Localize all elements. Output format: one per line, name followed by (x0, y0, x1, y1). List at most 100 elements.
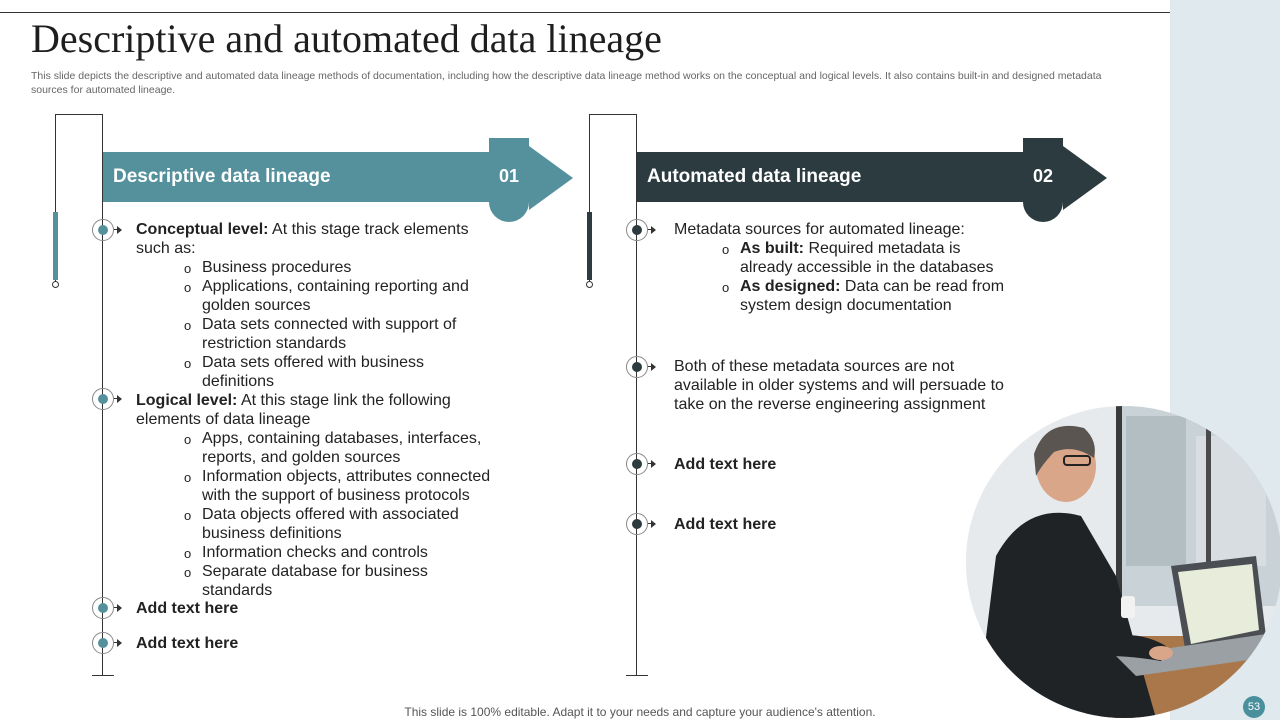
marker-arrow-icon (117, 604, 122, 612)
marker-stem (114, 398, 118, 399)
logical-intro: Logical level: At this stage link the fo… (136, 391, 496, 429)
right-item-metadata-sources: Metadata sources for automated lineage: … (674, 220, 1014, 315)
conceptual-text: At this stage track elements such as: (136, 221, 469, 257)
list-item: Business procedures (184, 258, 496, 278)
metadata-intro: Metadata sources for automated lineage: (674, 221, 965, 238)
right-item-placeholder-1: Add text here (674, 455, 776, 474)
left-banner-title: Descriptive data lineage (113, 166, 331, 187)
list-item: Data objects offered with associated bus… (184, 505, 496, 543)
right-arrow-head (1063, 146, 1107, 210)
right-marker-1 (626, 219, 656, 241)
list-item: Separate database for business standards (184, 562, 496, 600)
right-timeline-foot (626, 675, 648, 676)
marker-stem (648, 463, 652, 464)
as-designed-label: As designed: (740, 278, 841, 295)
marker-stem (114, 607, 118, 608)
list-item: Information objects, attributes connecte… (184, 467, 496, 505)
marker-dot (632, 519, 642, 529)
marker-dot (98, 603, 108, 613)
page-title: Descriptive and automated data lineage (31, 16, 662, 61)
footer-note: This slide is 100% editable. Adapt it to… (404, 705, 876, 719)
marker-arrow-icon (651, 226, 656, 234)
marker-stem (648, 366, 652, 367)
marker-dot (632, 459, 642, 469)
left-bracket-end-dot (52, 281, 59, 288)
right-item-older-systems: Both of these metadata sources are not a… (674, 358, 1004, 413)
as-built-text: Required metadata is already accessible … (740, 240, 994, 276)
marker-stem (648, 523, 652, 524)
left-marker-3 (92, 597, 122, 619)
photo-illustration (966, 406, 1280, 718)
right-banner: Automated data lineage (637, 152, 1027, 202)
list-item: As built: Required metadata is already a… (722, 239, 1014, 277)
metadata-bullet-list: As built: Required metadata is already a… (674, 239, 1014, 315)
right-bracket-top-line (589, 114, 637, 115)
right-marker-2 (626, 356, 656, 378)
right-marker-4 (626, 513, 656, 535)
left-banner: Descriptive data lineage (103, 152, 493, 202)
marker-ring (626, 513, 648, 535)
top-rule (0, 12, 1170, 13)
placeholder-label: Add text here (674, 516, 777, 533)
list-item: Data sets connected with support of rest… (184, 315, 496, 353)
left-item-conceptual: Conceptual level: At this stage track el… (136, 220, 496, 391)
marker-dot (98, 225, 108, 235)
marker-arrow-icon (651, 363, 656, 371)
logical-text: At this stage link the following element… (136, 392, 451, 428)
left-arrow-head (529, 146, 573, 210)
right-bracket-left-line (589, 114, 590, 284)
marker-arrow-icon (117, 226, 122, 234)
as-built-label: As built: (740, 240, 804, 257)
marker-arrow-icon (117, 639, 122, 647)
right-banner-title: Automated data lineage (647, 166, 862, 187)
left-bracket-top-line (55, 114, 103, 115)
page-number-badge: 53 (1243, 696, 1265, 718)
logical-bullet-list: Apps, containing databases, interfaces, … (136, 429, 496, 600)
placeholder-label: Add text here (136, 635, 239, 652)
left-marker-2 (92, 388, 122, 410)
list-item: Information checks and controls (184, 543, 496, 563)
left-number: 01 (498, 166, 520, 186)
marker-arrow-icon (651, 520, 656, 528)
right-accent-bar (587, 212, 592, 280)
marker-stem (648, 229, 652, 230)
right-item-placeholder-2: Add text here (674, 515, 776, 534)
list-item: Data sets offered with business definiti… (184, 353, 496, 391)
right-bracket-end-dot (586, 281, 593, 288)
logical-label: Logical level: (136, 392, 238, 409)
left-bracket-left-line (55, 114, 56, 284)
marker-dot (632, 225, 642, 235)
marker-dot (98, 638, 108, 648)
page-subtitle: This slide depicts the descriptive and a… (31, 70, 1102, 96)
right-timeline (636, 114, 637, 676)
marker-ring (92, 597, 114, 619)
placeholder-label: Add text here (674, 456, 777, 473)
left-timeline-foot (92, 675, 114, 676)
marker-dot (98, 394, 108, 404)
list-item: As designed: Data can be read from syste… (722, 277, 1014, 315)
marker-stem (114, 229, 118, 230)
left-marker-4 (92, 632, 122, 654)
marker-dot (632, 362, 642, 372)
marker-stem (114, 642, 118, 643)
marker-ring (626, 453, 648, 475)
right-marker-3 (626, 453, 656, 475)
as-designed-text: Data can be read from system design docu… (740, 278, 1005, 314)
marker-arrow-icon (651, 460, 656, 468)
right-number-tab: 02 (1023, 138, 1063, 222)
list-item: Apps, containing databases, interfaces, … (184, 429, 496, 467)
marker-ring (626, 356, 648, 378)
marker-arrow-icon (117, 395, 122, 403)
marker-ring (92, 632, 114, 654)
left-item-placeholder-1: Add text here (136, 599, 238, 618)
placeholder-label: Add text here (136, 600, 239, 617)
marker-ring (626, 219, 648, 241)
list-item: Applications, containing reporting and g… (184, 277, 496, 315)
businessman-laptop-photo (966, 406, 1280, 718)
conceptual-label: Conceptual level: (136, 221, 269, 238)
conceptual-bullet-list: Business procedures Applications, contai… (136, 258, 496, 391)
conceptual-intro: Conceptual level: At this stage track el… (136, 220, 496, 258)
right-number: 02 (1032, 166, 1054, 186)
left-marker-1 (92, 219, 122, 241)
left-item-logical: Logical level: At this stage link the fo… (136, 391, 496, 600)
